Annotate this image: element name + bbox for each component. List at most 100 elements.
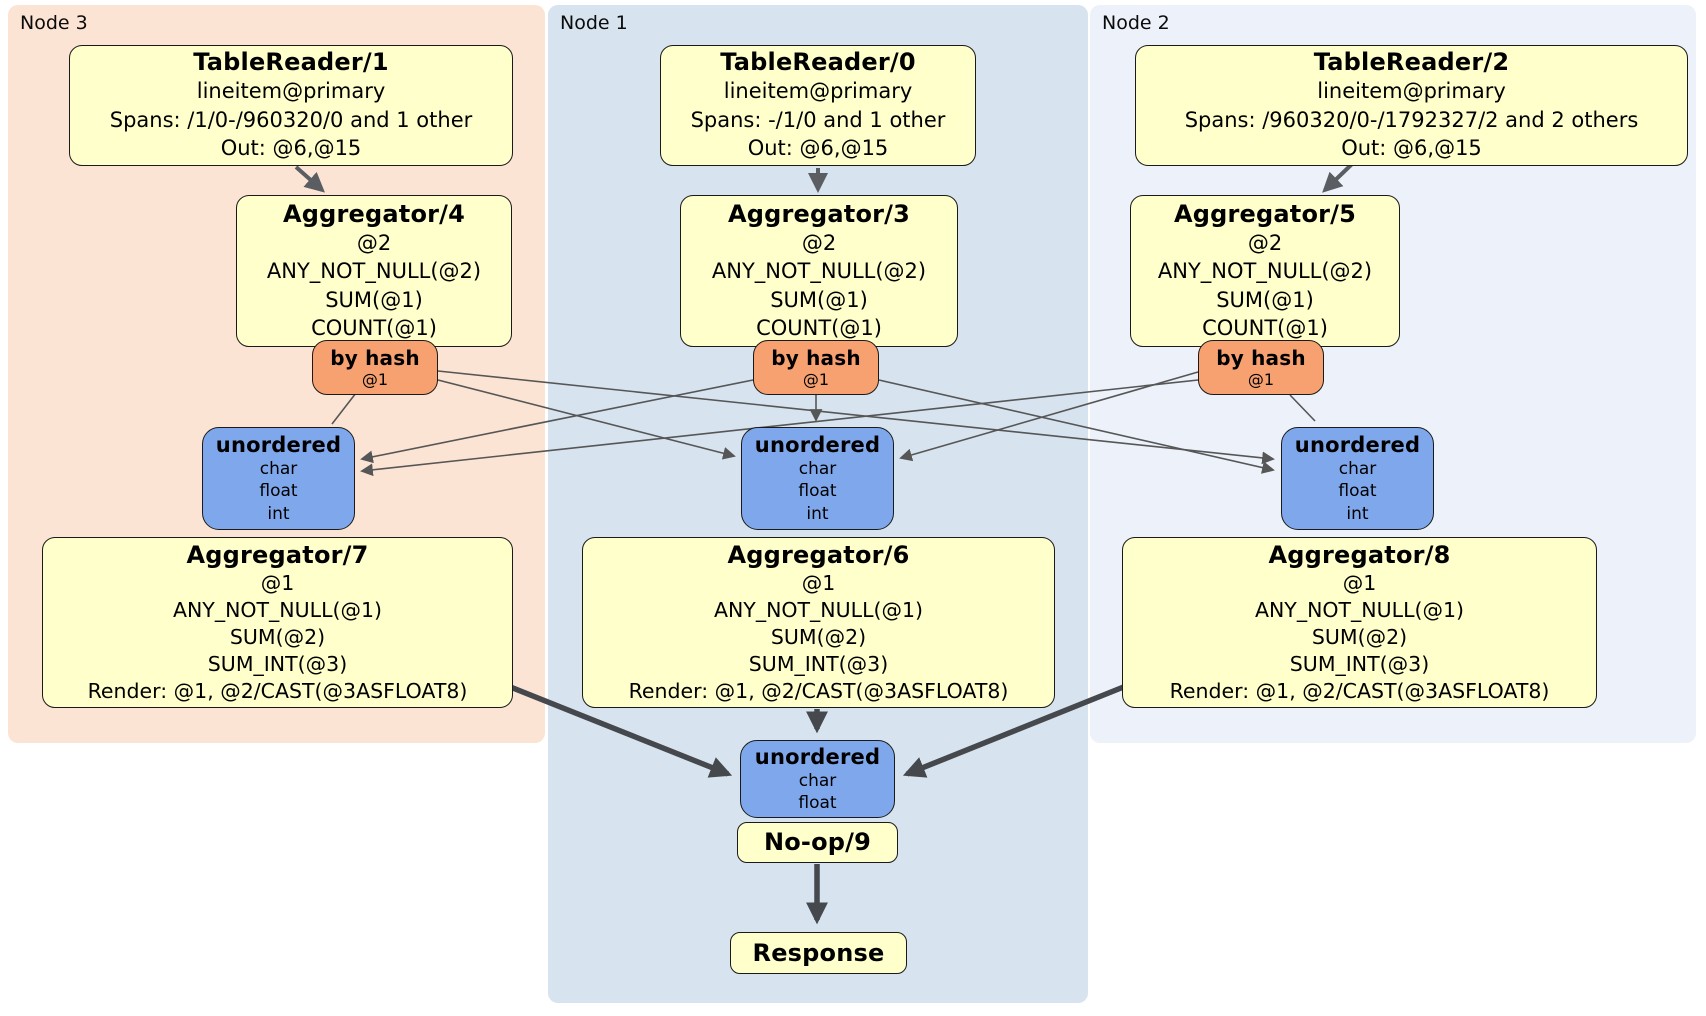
- aggregator-4-box: Aggregator/4 @2 ANY_NOT_NULL(@2) SUM(@1)…: [236, 195, 512, 347]
- tablereader-1-box: TableReader/1 lineitem@primary Spans: /1…: [69, 45, 513, 166]
- final-unordered-sync-col2: float: [798, 793, 837, 813]
- unordered-sync-node2-label: unordered: [1294, 432, 1421, 457]
- tablereader-1-index: lineitem@primary: [196, 79, 386, 104]
- aggregator-7-box: Aggregator/7 @1 ANY_NOT_NULL(@1) SUM(@2)…: [42, 537, 513, 708]
- final-unordered-sync-col1: char: [798, 770, 837, 791]
- aggregator-8-fn3: SUM_INT(@3): [1289, 651, 1430, 676]
- unordered-sync-node1-col1: char: [798, 458, 837, 479]
- response-box: Response: [730, 932, 907, 974]
- aggregator-8-box: Aggregator/8 @1 ANY_NOT_NULL(@1) SUM(@2)…: [1122, 537, 1597, 708]
- aggregator-5-title: Aggregator/5: [1173, 199, 1357, 228]
- aggregator-8-render: Render: @1, @2/CAST(@3ASFLOAT8): [1169, 678, 1550, 703]
- tablereader-0-out: Out: @6,@15: [747, 136, 889, 161]
- tablereader-0-index: lineitem@primary: [723, 79, 913, 104]
- by-hash-router-node2-key: @1: [1247, 370, 1275, 389]
- by-hash-router-node1-label: by hash: [771, 346, 861, 370]
- region-node3-label: Node 3: [20, 12, 88, 34]
- aggregator-3-group: @2: [801, 230, 837, 255]
- tablereader-1-spans: Spans: /1/0-/960320/0 and 1 other: [109, 107, 473, 132]
- aggregator-7-group: @1: [260, 570, 295, 595]
- unordered-sync-node2-col3: int: [1346, 503, 1369, 524]
- aggregator-7-fn2: SUM(@2): [229, 624, 326, 649]
- aggregator-3-fn1: ANY_NOT_NULL(@2): [711, 259, 927, 283]
- region-node2-label: Node 2: [1102, 12, 1170, 34]
- edge-agg8-syncfinal: [902, 683, 1128, 778]
- unordered-sync-node1: unordered char float int: [741, 427, 894, 530]
- aggregator-6-box: Aggregator/6 @1 ANY_NOT_NULL(@1) SUM(@2)…: [582, 537, 1055, 708]
- tablereader-0-box: TableReader/0 lineitem@primary Spans: -/…: [660, 45, 976, 166]
- aggregator-5-group: @2: [1247, 230, 1283, 255]
- aggregator-3-title: Aggregator/3: [727, 199, 911, 228]
- tablereader-2-box: TableReader/2 lineitem@primary Spans: /9…: [1135, 45, 1688, 166]
- unordered-sync-node1-label: unordered: [754, 432, 881, 457]
- edge-agg7-syncfinal: [506, 683, 733, 778]
- aggregator-4-fn3: COUNT(@1): [311, 316, 437, 340]
- aggregator-5-box: Aggregator/5 @2 ANY_NOT_NULL(@2) SUM(@1)…: [1130, 195, 1400, 347]
- aggregator-7-render: Render: @1, @2/CAST(@3ASFLOAT8): [87, 678, 468, 703]
- by-hash-router-node2-label: by hash: [1216, 346, 1306, 370]
- aggregator-8-group: @1: [1342, 570, 1377, 595]
- unordered-sync-node2-col1: char: [1338, 458, 1377, 479]
- by-hash-router-node3: by hash @1: [312, 340, 438, 395]
- edge-hash2-sync1: [899, 371, 1199, 462]
- aggregator-8-fn2: SUM(@2): [1311, 624, 1408, 649]
- unordered-sync-node3-label: unordered: [215, 432, 342, 457]
- response-title: Response: [752, 938, 885, 967]
- aggregator-6-fn2: SUM(@2): [770, 624, 867, 649]
- aggregator-3-fn3: COUNT(@1): [756, 316, 882, 340]
- aggregator-6-fn3: SUM_INT(@3): [748, 651, 889, 676]
- tablereader-2-spans: Spans: /960320/0-/1792327/2 and 2 others: [1184, 107, 1639, 132]
- tablereader-0-spans: Spans: -/1/0 and 1 other: [690, 107, 946, 132]
- aggregator-4-fn2: SUM(@1): [325, 287, 423, 312]
- aggregator-8-title: Aggregator/8: [1268, 540, 1451, 569]
- aggregator-7-fn1: ANY_NOT_NULL(@1): [172, 597, 383, 622]
- aggregator-6-fn1: ANY_NOT_NULL(@1): [713, 597, 924, 622]
- unordered-sync-node1-col3: int: [806, 503, 829, 524]
- aggregator-5-fn2: SUM(@1): [1216, 287, 1314, 312]
- by-hash-router-node3-key: @1: [361, 370, 389, 389]
- aggregator-4-fn1: ANY_NOT_NULL(@2): [266, 259, 482, 283]
- by-hash-router-node1-key: @1: [802, 370, 830, 389]
- tablereader-2-index: lineitem@primary: [1317, 79, 1506, 104]
- aggregator-7-fn3: SUM_INT(@3): [207, 651, 348, 676]
- aggregator-8-fn1: ANY_NOT_NULL(@1): [1254, 597, 1465, 622]
- by-hash-router-node1: by hash @1: [753, 340, 879, 395]
- edge-hash2-sync3: [360, 379, 1199, 477]
- unordered-sync-node3: unordered char float int: [202, 427, 355, 530]
- tablereader-2-title: TableReader/2: [1313, 48, 1510, 77]
- aggregator-3-box: Aggregator/3 @2 ANY_NOT_NULL(@2) SUM(@1)…: [680, 195, 958, 347]
- region-node1-label: Node 1: [560, 12, 628, 34]
- final-unordered-sync-label: unordered: [754, 744, 881, 769]
- aggregator-6-title: Aggregator/6: [727, 540, 910, 569]
- edge-hash1-sync2: [878, 379, 1275, 474]
- edge-hash1-sync3: [360, 379, 754, 464]
- unordered-sync-node2: unordered char float int: [1281, 427, 1434, 530]
- aggregator-5-fn1: ANY_NOT_NULL(@2): [1157, 259, 1373, 283]
- edge-hash3-sync2: [437, 370, 1275, 465]
- aggregator-6-render: Render: @1, @2/CAST(@3ASFLOAT8): [628, 678, 1009, 703]
- aggregator-4-title: Aggregator/4: [282, 199, 466, 228]
- tablereader-0-title: TableReader/0: [720, 48, 916, 77]
- edge-hash3-sync3: [331, 392, 357, 425]
- tablereader-2-out: Out: @6,@15: [1341, 136, 1482, 161]
- tablereader-1-title: TableReader/1: [193, 48, 389, 77]
- noop-title: No-op/9: [763, 828, 872, 856]
- edge-hash2-sync2: [1289, 394, 1316, 422]
- unordered-sync-node3-col1: char: [259, 458, 298, 479]
- unordered-sync-node1-col2: float: [798, 481, 837, 502]
- aggregator-7-title: Aggregator/7: [186, 540, 369, 569]
- tablereader-1-out: Out: @6,@15: [220, 136, 362, 161]
- unordered-sync-node3-col2: float: [259, 481, 298, 502]
- unordered-sync-node3-col3: int: [267, 503, 290, 524]
- aggregator-6-group: @1: [801, 570, 836, 595]
- aggregator-4-group: @2: [356, 230, 392, 255]
- edge-tr2-agg5: [1322, 162, 1354, 193]
- edge-hash3-sync1: [437, 379, 736, 460]
- by-hash-router-node2: by hash @1: [1198, 340, 1324, 395]
- aggregator-3-fn2: SUM(@1): [770, 287, 868, 312]
- unordered-sync-node2-col2: float: [1338, 481, 1377, 502]
- final-unordered-sync: unordered char float: [740, 740, 895, 818]
- aggregator-5-fn3: COUNT(@1): [1202, 316, 1328, 340]
- by-hash-router-node3-label: by hash: [330, 346, 420, 370]
